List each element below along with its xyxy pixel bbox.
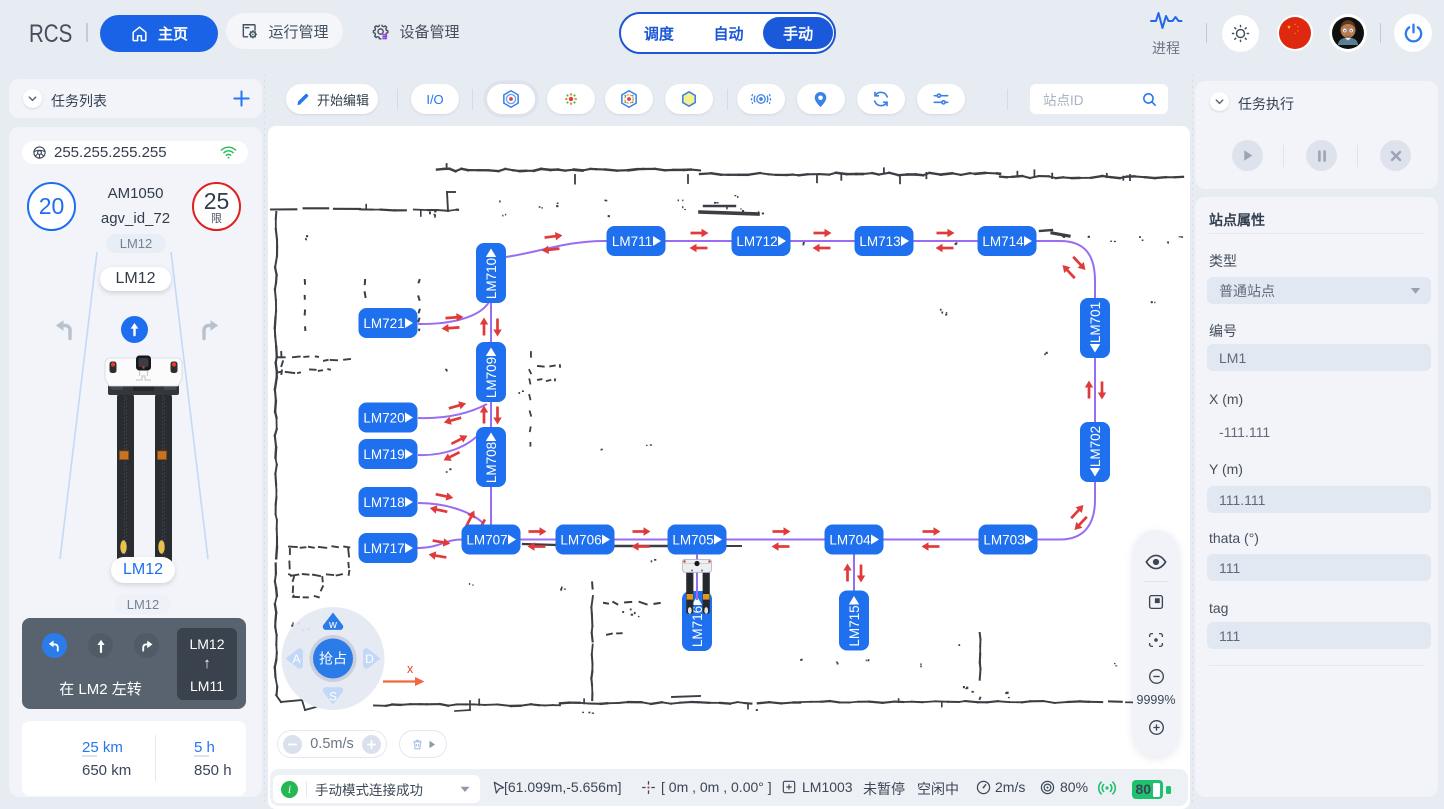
svg-text:S: S — [329, 690, 337, 704]
svg-text:LM704: LM704 — [829, 532, 871, 547]
svg-text:LM703: LM703 — [983, 532, 1024, 547]
svg-text:LM712: LM712 — [736, 234, 777, 249]
svg-text:LM719: LM719 — [363, 447, 404, 462]
svg-text:x: x — [407, 662, 414, 676]
svg-text:LM701: LM701 — [1088, 302, 1103, 343]
svg-text:LM716: LM716 — [690, 606, 705, 647]
svg-text:LM720: LM720 — [363, 410, 404, 425]
svg-text:w: w — [328, 619, 337, 631]
svg-text:LM718: LM718 — [363, 495, 404, 510]
svg-text:LM711: LM711 — [612, 234, 652, 249]
svg-text:LM705: LM705 — [672, 532, 713, 547]
svg-text:LM710: LM710 — [484, 258, 499, 299]
svg-text:LM715: LM715 — [847, 605, 862, 646]
svg-text:LM713: LM713 — [859, 234, 900, 249]
svg-text:LM717: LM717 — [363, 541, 404, 556]
svg-text:A: A — [292, 652, 300, 666]
svg-text:LM708: LM708 — [484, 442, 499, 483]
svg-text:D: D — [365, 652, 374, 666]
svg-text:LM721: LM721 — [363, 316, 404, 331]
svg-text:LM714: LM714 — [982, 234, 1024, 249]
svg-text:抢占: 抢占 — [319, 651, 347, 667]
svg-text:LM707: LM707 — [466, 532, 507, 547]
svg-text:LM709: LM709 — [484, 357, 499, 398]
svg-text:LM706: LM706 — [560, 532, 601, 547]
svg-text:LM702: LM702 — [1088, 426, 1103, 467]
